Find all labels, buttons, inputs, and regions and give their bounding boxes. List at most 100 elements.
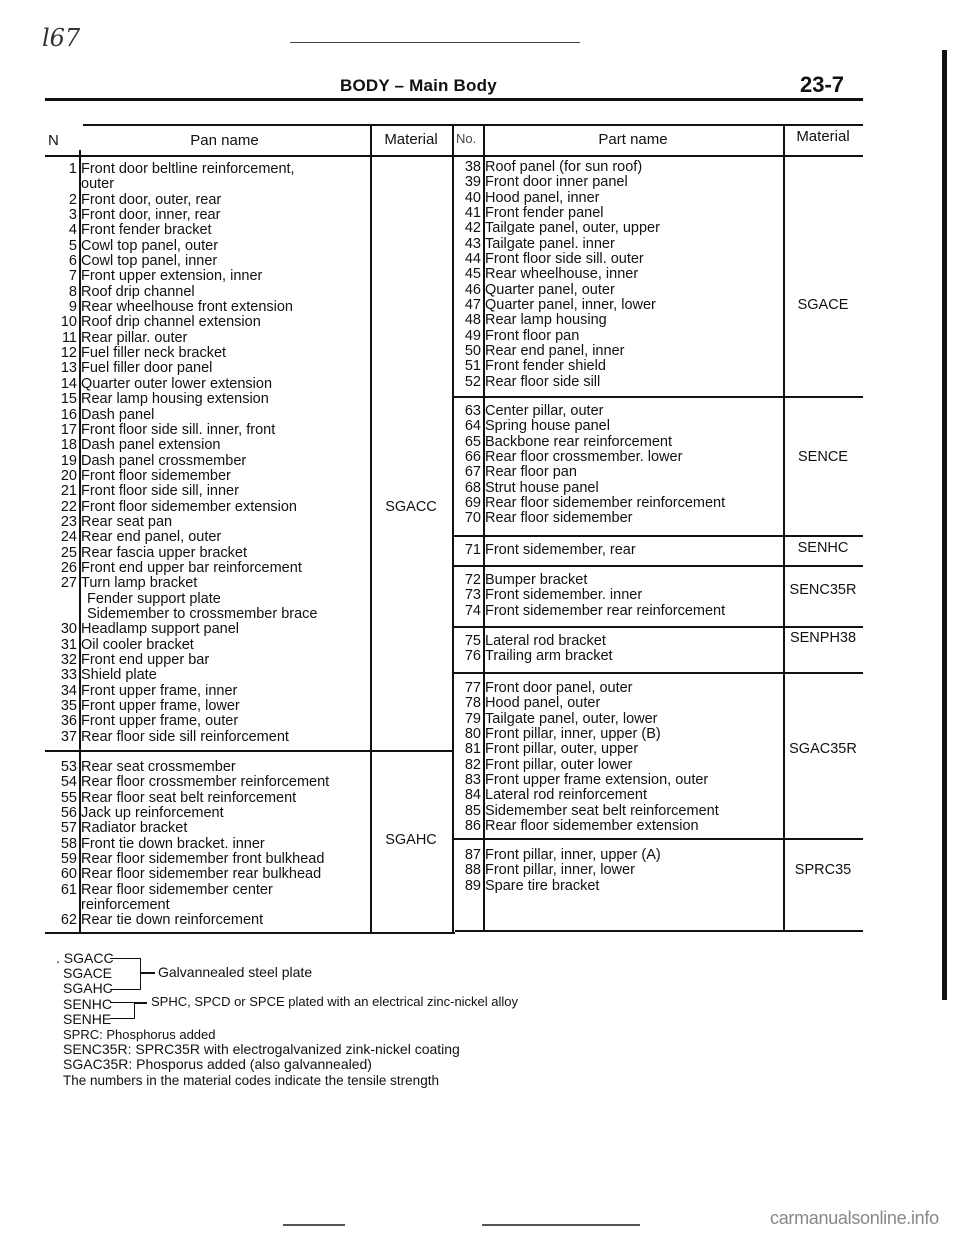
material-legend: . SGACC SGACE SGAHC SENHC SENHE SPRC: Ph…: [56, 950, 460, 1088]
part-name: Dash panel extension: [81, 437, 221, 454]
part-number: 81: [464, 741, 481, 758]
part-name: Rear floor crossmember. lower: [485, 449, 683, 466]
part-name: Front pillar, outer lower: [485, 756, 633, 773]
part-number: 41: [464, 205, 481, 222]
part-name: Rear floor sidemember rear bulkhead: [81, 866, 322, 883]
page-number: 23-7: [800, 72, 845, 97]
part-number: 39: [464, 174, 481, 191]
part-number: 59: [60, 851, 77, 868]
material-code: SGAC35R: [789, 741, 857, 757]
header-material: Material: [796, 128, 850, 145]
part-name: Sidemember to crossmember brace: [87, 605, 318, 622]
part-number: 24: [60, 529, 77, 546]
part-name: Cowl top panel, inner: [81, 253, 218, 270]
part-name: Front upper frame, inner: [81, 682, 238, 699]
part-number: 83: [464, 772, 481, 789]
part-number: 7: [68, 268, 77, 285]
part-name: Front door, outer, rear: [81, 191, 222, 208]
part-number: 51: [464, 358, 481, 375]
top-divider: [290, 42, 580, 43]
part-number: 31: [60, 636, 77, 653]
part-name: Front end upper bar reinforcement: [81, 559, 302, 576]
part-number: 48: [464, 312, 481, 329]
legend-galvannealed-note: Galvannealed steel plate: [158, 964, 313, 980]
legend-line: SENHE: [63, 1010, 112, 1027]
part-number: 38: [464, 159, 481, 175]
legend-line: SPRC: Phosphorus added: [63, 1026, 216, 1042]
part-number: 82: [464, 756, 481, 773]
part-name: Front door panel, outer: [485, 680, 633, 696]
part-number: 11: [61, 329, 77, 346]
part-number: 23: [60, 513, 77, 530]
part-number: 44: [464, 251, 481, 268]
part-name: Front end upper bar: [81, 652, 210, 668]
part-name: Front sidemember rear reinforcement: [485, 602, 726, 619]
table-row: outer: [81, 177, 317, 192]
part-name: Cowl top panel, outer: [81, 237, 219, 254]
part-number: 62: [60, 912, 77, 929]
legend-line: SGACE: [63, 965, 113, 982]
part-name: Rear floor pan: [485, 464, 577, 481]
part-number: 52: [464, 373, 481, 390]
part-name: Front upper frame extension, outer: [485, 772, 709, 789]
part-number: 89: [464, 877, 481, 894]
material-code: SGACE: [797, 297, 849, 313]
part-name: Oil cooler bracket: [81, 636, 194, 653]
part-name: Strut house panel: [485, 479, 599, 496]
part-number: 63: [464, 403, 481, 419]
part-number: 18: [60, 437, 77, 454]
part-name: Fuel filler neck bracket: [81, 345, 227, 362]
part-name: Bumper bracket: [485, 572, 588, 588]
part-number: 77: [464, 680, 481, 696]
footer-line: [482, 1224, 640, 1226]
part-number: 8: [68, 283, 77, 300]
part-number: 84: [464, 787, 481, 804]
row-divider: [454, 535, 863, 537]
material-code: SENCE: [798, 449, 848, 465]
legend-bracket-stem: [141, 972, 155, 974]
part-name: Front floor side sill, inner: [81, 483, 239, 500]
part-number: 32: [60, 652, 77, 668]
part-name: Rear floor sidemember reinforcement: [485, 495, 726, 512]
header-part-name: Pan name: [190, 132, 259, 149]
part-number: 47: [464, 297, 481, 314]
part-name: Tailgate panel. inner: [485, 235, 615, 252]
part-number: 68: [464, 479, 481, 496]
part-number: 57: [60, 820, 77, 837]
part-name: Front sidemember. inner: [485, 587, 643, 604]
part-name: Trailing arm bracket: [485, 648, 613, 665]
part-name: Rear floor side sill reinforcement: [81, 728, 289, 745]
part-name: Rear seat crossmember: [81, 759, 236, 775]
material-code: SGACC: [385, 499, 437, 515]
part-number: 12: [60, 345, 77, 362]
